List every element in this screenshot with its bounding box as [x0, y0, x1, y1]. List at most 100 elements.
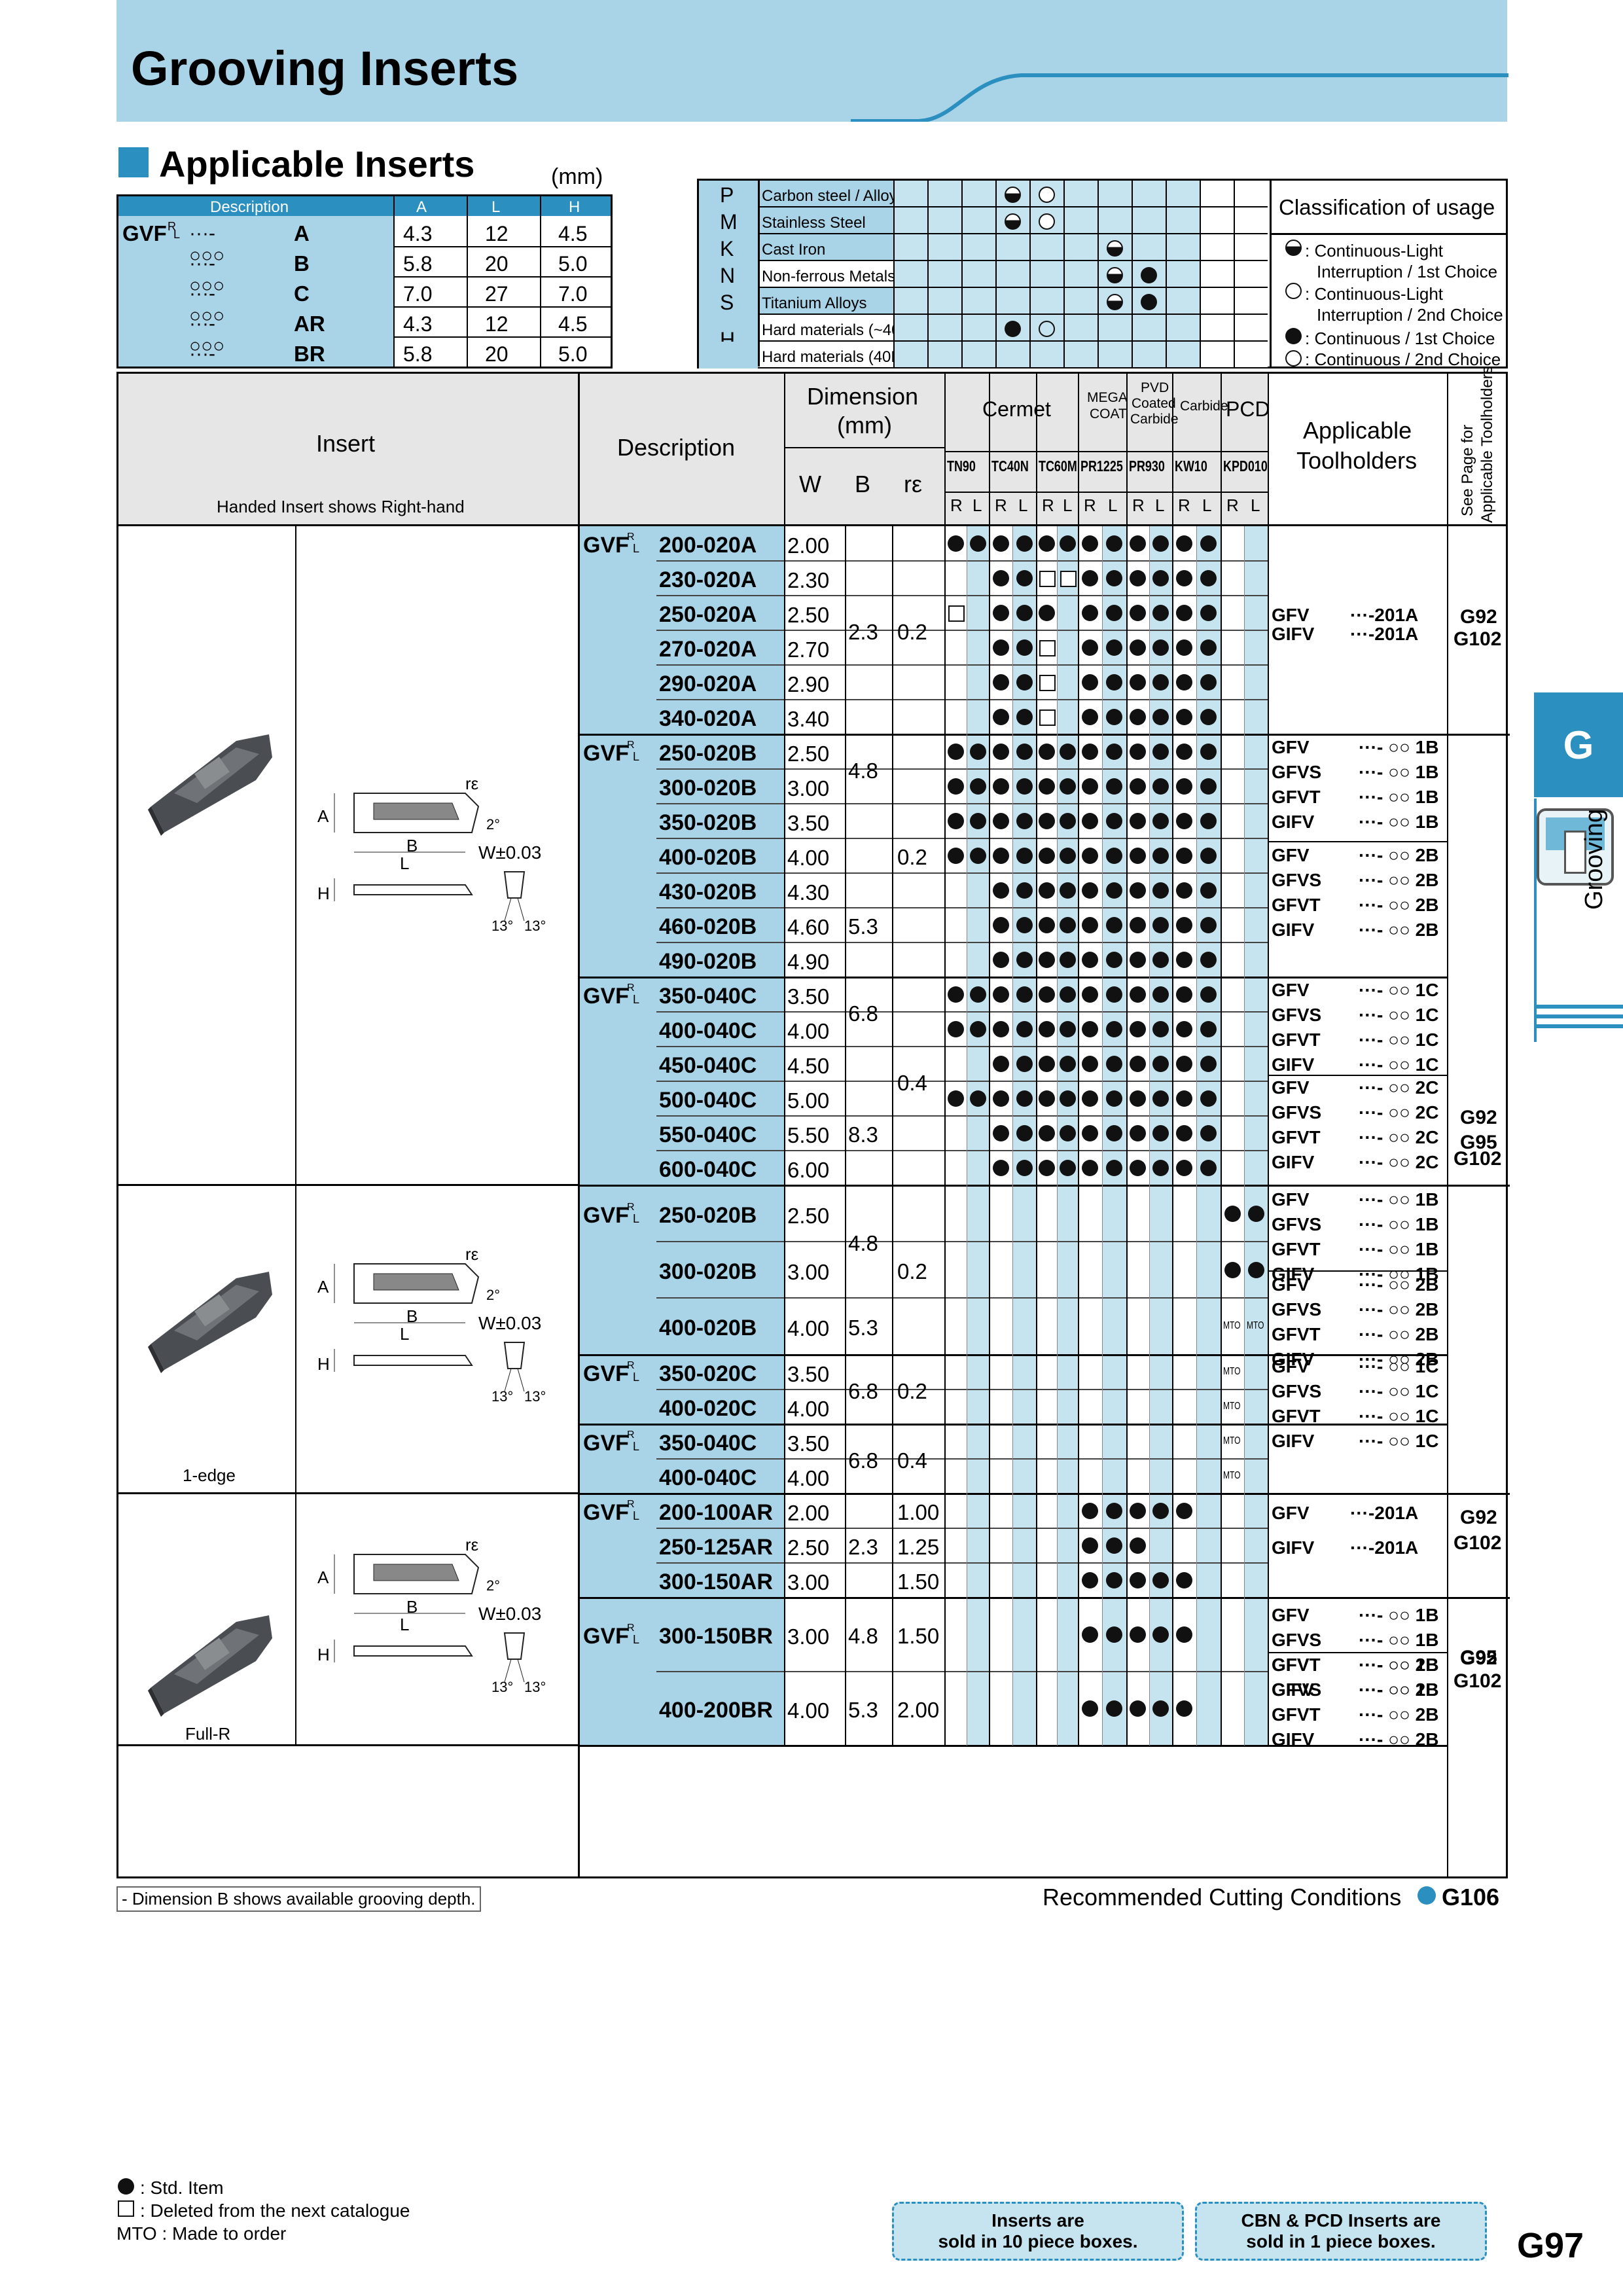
grade-dot-icon — [1176, 1700, 1192, 1717]
grade-dot-icon — [1176, 1056, 1192, 1072]
grade-dot-icon — [1130, 605, 1146, 621]
header-coated: Coated — [1132, 396, 1176, 411]
grade-dot-icon — [1152, 1572, 1169, 1588]
holder-code: ···- ○○ 1B — [1359, 762, 1439, 782]
holder-code: ···- ○○ 1B — [1359, 787, 1439, 807]
grade-dot-icon — [1130, 1160, 1146, 1176]
dim-value: 0.2 — [897, 619, 927, 644]
desc-code: 300-020B — [659, 776, 757, 800]
desc-sup: R — [627, 531, 635, 543]
drawing-label: 13° — [524, 1388, 546, 1405]
header-rl: R — [950, 495, 963, 515]
unit-label: (mm) — [551, 164, 603, 189]
dim-w: 3.00 — [787, 1624, 830, 1649]
dim-value: 6.8 — [848, 1448, 878, 1473]
row-line — [580, 1424, 1447, 1426]
grade-dot-icon — [1176, 1021, 1192, 1037]
holder-code: ···- ○○ 1C — [1359, 1406, 1439, 1426]
row-line — [944, 1562, 1268, 1564]
page-ref: G92 — [1460, 1507, 1497, 1528]
dims-l: 12 — [485, 222, 508, 245]
row-line — [773, 1011, 944, 1013]
grade-dot-icon — [1200, 778, 1217, 795]
hline — [118, 1492, 578, 1494]
holder-code: ···- ○○ 1B — [1359, 1679, 1439, 1700]
vline — [1172, 374, 1173, 524]
row-line — [944, 1011, 1268, 1013]
section-title: Applicable Inserts — [159, 143, 475, 185]
hline — [1268, 1075, 1447, 1076]
holder-name: GIFV — [1272, 1537, 1315, 1558]
grade-dot-icon — [1106, 917, 1122, 933]
holder-name: GFV — [1272, 737, 1310, 757]
mat-cell — [1166, 234, 1200, 261]
grade-dot-icon — [1060, 778, 1076, 795]
holder-code: ···-201A — [1350, 624, 1419, 644]
header-rl: L — [1202, 495, 1212, 515]
desc-sup: R — [627, 1623, 635, 1634]
vline — [1172, 526, 1173, 1746]
row-line — [656, 1458, 784, 1460]
grade-dot-icon — [1152, 709, 1169, 725]
dim-value: 1.00 — [897, 1500, 940, 1524]
row-line — [944, 1389, 1268, 1390]
mat-cell — [927, 288, 961, 315]
holder-name: GFVT — [1272, 1406, 1321, 1426]
grade-dot-icon — [1200, 605, 1217, 621]
desc-code: 350-040C — [659, 1431, 757, 1456]
row-line — [944, 1150, 1268, 1151]
dim-w: 4.30 — [787, 880, 830, 905]
holder-name: GIFV — [1272, 1054, 1315, 1075]
dim-w: 4.50 — [787, 1054, 830, 1078]
grade-dot-icon — [993, 674, 1009, 691]
desc-code: 250-125AR — [659, 1535, 773, 1560]
grade-dot-icon — [1200, 709, 1217, 725]
grade-dot-icon — [1082, 882, 1098, 899]
grade-dot-icon — [993, 917, 1009, 933]
header-rl: R — [995, 495, 1007, 515]
holder-name: GFVT — [1272, 1324, 1321, 1344]
mat-cell — [893, 234, 927, 261]
grade-dot-icon — [1016, 813, 1033, 829]
vline — [845, 526, 846, 1746]
side-tab-g[interactable]: G — [1534, 692, 1623, 797]
grade-dot-icon — [1039, 917, 1055, 933]
side-tab-rail — [1534, 798, 1623, 1042]
deleted-square-icon — [118, 2200, 134, 2217]
dim-value: 4.8 — [848, 1624, 878, 1648]
row-line — [944, 872, 1268, 874]
grooving-tool-icon — [1537, 808, 1614, 886]
grade-dot-icon — [1039, 1056, 1055, 1072]
grade-dot-icon — [993, 813, 1009, 829]
dims-header-h: H — [569, 198, 580, 216]
header-insert: Insert — [316, 430, 376, 457]
header-rl: L — [1018, 495, 1028, 515]
vline — [578, 374, 580, 1876]
grade-dot-icon — [1176, 535, 1192, 552]
mat-cell — [1132, 181, 1166, 207]
header-pvd: PVD — [1141, 380, 1169, 395]
grade-dot-icon — [1152, 570, 1169, 586]
recommend-page-link[interactable]: G106 — [1442, 1884, 1500, 1910]
holder-code: ···- ○○ 1C — [1359, 1030, 1439, 1050]
holder-code: ···- ○○ 2B — [1359, 870, 1439, 890]
dim-w: 2.00 — [787, 533, 830, 558]
hline — [1268, 734, 1510, 736]
desc-sub: L — [633, 993, 640, 1006]
header-mega: MEGA — [1087, 390, 1128, 405]
drawing-label: rε — [465, 774, 479, 793]
mat-cell — [1200, 261, 1234, 288]
dims-code: A — [294, 221, 310, 245]
grade-dot-icon — [1016, 535, 1033, 552]
header-grade: PR930 — [1129, 457, 1165, 475]
mat-cell — [927, 234, 961, 261]
mat-cell — [961, 181, 995, 207]
row-line — [944, 768, 1268, 770]
dims-sub: L — [173, 228, 181, 241]
row-line — [773, 1562, 944, 1564]
hline — [1268, 1493, 1510, 1495]
dim-w: 3.40 — [787, 707, 830, 731]
grade-dot-icon — [970, 813, 986, 829]
grade-dot-icon — [1176, 1160, 1192, 1176]
grade-dot-icon — [1016, 639, 1033, 656]
